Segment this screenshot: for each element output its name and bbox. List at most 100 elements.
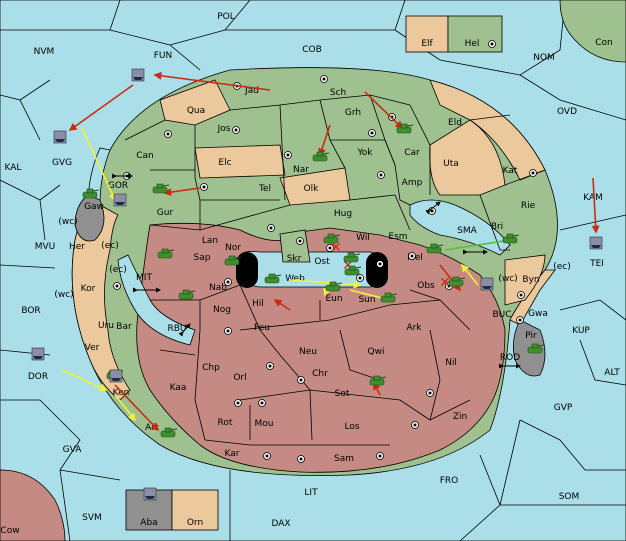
- sea-label-kam: KAM: [583, 193, 603, 203]
- army-unit-icon[interactable]: [344, 265, 362, 276]
- move-order-arrow: [318, 124, 331, 157]
- coast-label: (wc): [498, 274, 517, 284]
- move-order-arrow: [364, 91, 404, 130]
- province-Con: [559, 0, 626, 63]
- supply-center-icon: [517, 291, 525, 299]
- province-Gaw: [74, 194, 105, 242]
- army-unit-icon[interactable]: [502, 233, 520, 244]
- fleet-unit-icon[interactable]: [53, 130, 67, 144]
- crossing-icon: [178, 323, 191, 337]
- province-label-esm: Esm: [388, 232, 407, 242]
- province-label-hil: Hil: [252, 299, 264, 309]
- coast-label: (ec): [553, 262, 571, 272]
- province-borders: [124, 94, 546, 446]
- army-unit-icon[interactable]: [178, 289, 196, 300]
- army-unit-icon[interactable]: [264, 273, 282, 284]
- sea-label-mit: MIT: [136, 273, 152, 283]
- supply-center-icon: [258, 399, 266, 407]
- province-label-sch: Sch: [330, 88, 346, 98]
- fleet-unit-icon[interactable]: [480, 277, 494, 291]
- province-label-kat: Kat: [503, 166, 518, 176]
- sea-label-sma: SMA: [457, 226, 477, 236]
- cancelled-order-icon: ✕: [439, 275, 451, 291]
- support-order-arrow: [114, 394, 136, 422]
- supply-center-icon: [164, 130, 172, 138]
- army-unit-icon[interactable]: [369, 375, 387, 386]
- province-label-nor: Nor: [225, 243, 241, 253]
- fleet-unit-icon[interactable]: [143, 487, 157, 501]
- sea-label-gvg: GVG: [52, 158, 72, 168]
- province-label-elc: Elc: [218, 158, 231, 168]
- province-label-grh: Grh: [345, 108, 361, 118]
- province-label-can: Can: [136, 151, 154, 161]
- supply-center-icon: [297, 376, 305, 384]
- sea-label-kal: KAL: [5, 163, 22, 173]
- move-order-arrow: [114, 384, 160, 432]
- province-Skr: [279, 229, 311, 263]
- supply-center-icon: [426, 389, 434, 397]
- province-label-nab: Nab: [209, 283, 227, 293]
- army-unit-icon[interactable]: [323, 233, 341, 244]
- army-unit-icon[interactable]: [82, 188, 100, 199]
- province-label-los: Los: [344, 422, 359, 432]
- army-unit-icon[interactable]: [325, 281, 343, 292]
- province-Qua: [159, 79, 231, 126]
- sea-label-fun: FUN: [154, 51, 173, 61]
- support-order-arrow: [461, 263, 479, 286]
- province-label-ost: Ost: [314, 257, 330, 267]
- supply-center-icon: [326, 244, 334, 252]
- province-label-zin: Zin: [453, 412, 467, 422]
- fleet-unit-icon[interactable]: [589, 236, 603, 250]
- support-order-arrow: [289, 279, 362, 289]
- army-unit-icon[interactable]: [426, 243, 444, 254]
- fleet-unit-icon[interactable]: [31, 347, 45, 361]
- coast-label: (wc): [54, 290, 73, 300]
- legend-bottom-right-label: Orn: [187, 518, 203, 528]
- province-label-sap: Sap: [194, 253, 211, 263]
- province-label-nil: Nil: [445, 358, 457, 368]
- sea-label-som: SOM: [559, 492, 580, 502]
- province-label-olk: Olk: [304, 184, 320, 194]
- sea-label-buc: BUC: [492, 310, 511, 320]
- province-label-jos: Jos: [217, 124, 231, 134]
- move-order-arrow: [68, 84, 134, 131]
- army-unit-icon[interactable]: [396, 123, 414, 134]
- supply-center-icon: [320, 75, 328, 83]
- cancelled-order-icon: ✕: [330, 240, 342, 256]
- army-unit-icon[interactable]: [343, 252, 361, 263]
- legend-top: Elf Hel: [405, 15, 503, 53]
- inner-sea-west-tip: [236, 252, 258, 288]
- move-order-arrow: [153, 71, 271, 91]
- army-unit-icon[interactable]: [157, 248, 175, 259]
- sea-label-alt: ALT: [604, 368, 620, 378]
- province-label-nog: Nog: [213, 305, 231, 315]
- army-unit-icon[interactable]: [224, 255, 242, 266]
- legend-top-left-label: Elf: [421, 39, 433, 49]
- army-unit-icon[interactable]: [527, 343, 545, 354]
- province-Elc: [194, 144, 286, 179]
- province-label-amp: Amp: [402, 178, 423, 188]
- province-label-skr: Skr: [287, 254, 302, 264]
- fleet-unit-icon[interactable]: [109, 369, 123, 383]
- fleet-unit-icon[interactable]: [131, 68, 145, 82]
- supply-center-icon: [234, 399, 242, 407]
- sea-label-rod: ROD: [500, 353, 520, 363]
- province-label-sam: Sam: [334, 454, 354, 464]
- province-label-ken: Ken: [113, 388, 130, 398]
- province-label-qua: Qua: [187, 106, 205, 116]
- supply-center-icon: [408, 252, 416, 260]
- province-label-kor: Kor: [81, 284, 96, 294]
- fleet-unit-icon[interactable]: [113, 193, 127, 207]
- army-unit-icon[interactable]: [448, 276, 466, 287]
- supply-center-icon: [232, 126, 240, 134]
- army-unit-icon[interactable]: [160, 427, 178, 438]
- army-unit-icon[interactable]: [152, 183, 170, 194]
- sea-label-gva: GVA: [63, 445, 83, 455]
- army-unit-icon[interactable]: [380, 292, 398, 303]
- supply-center-icon: [263, 452, 271, 460]
- supply-center-icon: [224, 278, 232, 286]
- legend-bottom-left-label: Aba: [140, 518, 157, 528]
- army-unit-icon[interactable]: [312, 151, 330, 162]
- order-arrows: ✕✕✕: [61, 71, 600, 432]
